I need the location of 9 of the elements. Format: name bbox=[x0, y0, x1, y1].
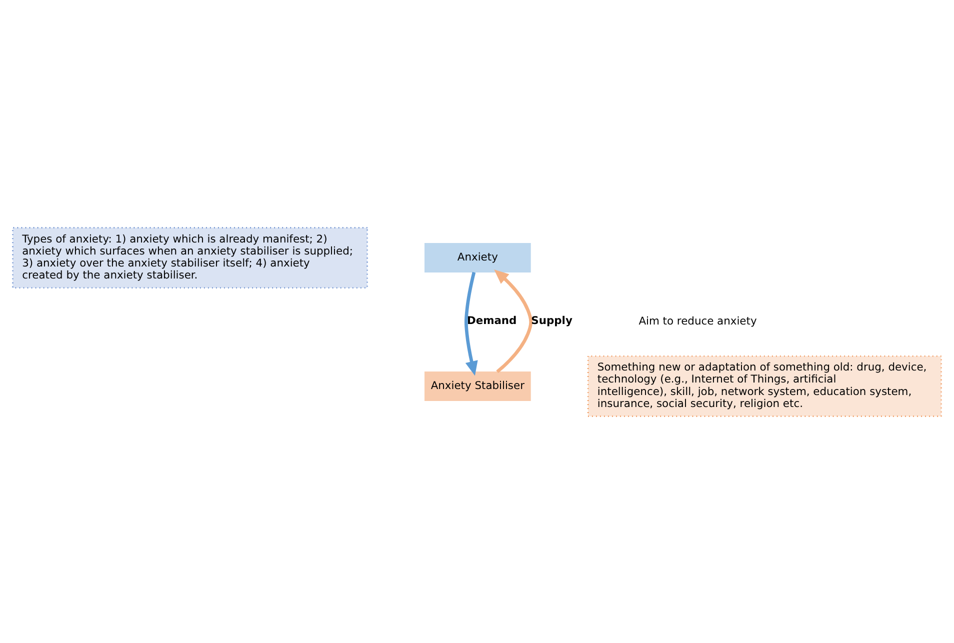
node-box: Anxiety Stabiliser bbox=[424, 371, 531, 400]
node-box: Types of anxiety: 1) anxiety which is already manifest; 2) anxiety which surfaces when an anxiety stabiliser is supplied; 3) anxiety over the anxiety stabiliser itself; 4) anxiety created by the anxiety stabiliser. bbox=[12, 226, 368, 288]
node-box: Something new or adaptation of something old: drug, device, technology (e.g., Internet of Things, artificial intelligence), skill, job, network system, education system, insurance, social security, religion etc. bbox=[587, 354, 942, 416]
edge-label: Demand bbox=[466, 313, 517, 326]
node-box: Anxiety bbox=[424, 242, 531, 272]
arrow bbox=[494, 269, 532, 373]
arrow bbox=[464, 271, 478, 376]
edge-label: Supply bbox=[531, 313, 572, 326]
label: Aim to reduce anxiety bbox=[638, 314, 757, 328]
